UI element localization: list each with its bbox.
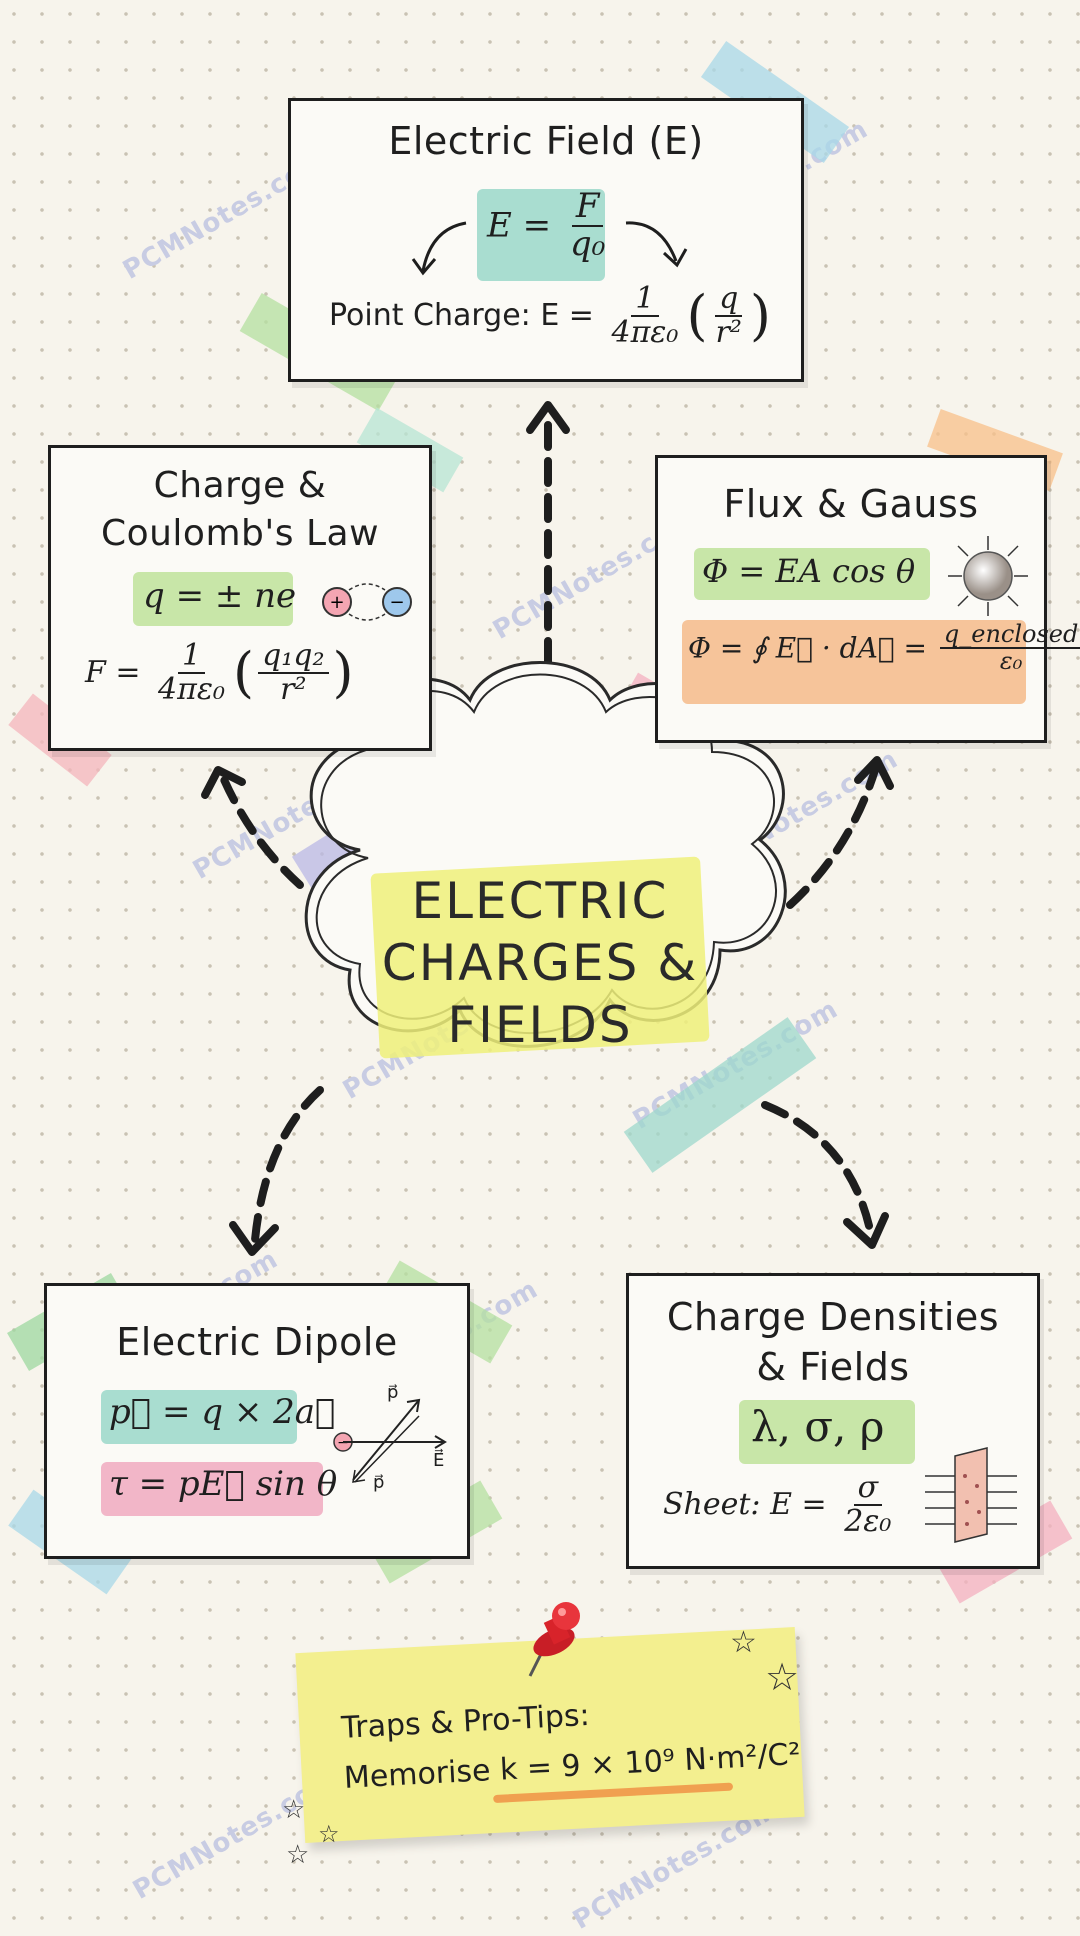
denominator: r² (280, 671, 307, 707)
label-p: p⃗ (387, 1382, 399, 1403)
center-title-line: FIELDS (447, 996, 633, 1054)
tips-line: Traps & Pro-Tips: (340, 1697, 591, 1746)
card-title: Flux & Gauss (723, 482, 979, 526)
charges-icon: + − (319, 580, 415, 621)
field-formula: E = F q₀ (487, 188, 613, 264)
formula-highlight (682, 620, 1026, 704)
numerator: 1 (177, 640, 206, 674)
fraction: 1 4πε₀ (154, 640, 229, 705)
fraction: q_enclosed ε₀ (939, 621, 1080, 676)
denominator: ε₀ (999, 647, 1023, 676)
arrow-to-flux (786, 766, 879, 909)
flux-formula: Φ = EA cos θ (702, 552, 916, 590)
electric-dipole-card: Electric Dipole p⃗ = q × 2a⃗ τ = pE⃗ sin… (44, 1283, 470, 1559)
coulomb-card: Charge & Coulomb's Law q = ± ne + − F = … (48, 445, 432, 751)
formula-highlight (694, 548, 930, 600)
card-title: Electric Field (E) (388, 119, 704, 163)
center-title-line: ELECTRIC (411, 872, 669, 930)
point-label: Point Charge: E = (329, 298, 594, 333)
star-icon: ☆ (318, 1820, 340, 1848)
torque-formula: τ = pE⃗ sin θ (109, 1464, 338, 1504)
card-title: Charge Densities & Fields (629, 1292, 1037, 1392)
arrow-to-coulomb (218, 771, 304, 889)
center-title-line: CHARGES & (381, 934, 699, 992)
star-icon: ☆ (730, 1625, 757, 1660)
arrow-to-density (761, 1101, 874, 1234)
dipole-diagram: − p⃗ p⃗ E⃗ (333, 1382, 457, 1506)
numerator: F (571, 188, 604, 227)
sheet-formula: Sheet: E = σ 2ε₀ (663, 1472, 899, 1537)
fraction: q₁q₂ r² (258, 640, 329, 707)
field-curved-arrows (411, 221, 688, 276)
star-icon: ☆ (282, 1795, 306, 1825)
numerator: 1 (631, 283, 659, 317)
charged-sphere-icon (946, 534, 1030, 618)
formula-highlight (739, 1400, 915, 1464)
card-title-line: Charge Densities (666, 1295, 1000, 1339)
flux-gauss-card: Flux & Gauss Φ = EA cos θ Φ = ∮ E⃗ · dA⃗… (655, 455, 1080, 743)
arrow-to-dipole (251, 1086, 324, 1244)
card-title-line: Coulomb's Law (100, 513, 380, 554)
svg-text:+: + (329, 592, 344, 613)
quantization-formula: q = ± ne (143, 576, 297, 616)
fraction: q r² (712, 283, 746, 348)
fraction: F q₀ (566, 188, 609, 264)
formula-highlight (133, 572, 293, 626)
charge-densities-card: Charge Densities & Fields λ, σ, ρ Sheet:… (626, 1273, 1040, 1569)
numerator: q (715, 283, 743, 317)
electric-field-card: Electric Field (E) E = F q₀ Point Charge… (288, 98, 804, 382)
formula-lhs: Φ = ∮ E⃗ · dA⃗ = (688, 631, 927, 665)
gauss-formula: Φ = ∮ E⃗ · dA⃗ = q_enclosed ε₀ (688, 621, 1080, 676)
denominator: q₀ (569, 223, 606, 264)
card-title: Charge & Coulomb's Law (51, 462, 429, 558)
density-symbols: λ, σ, ρ (751, 1402, 885, 1451)
star-icon: ☆ (765, 1655, 800, 1699)
coulomb-formula: F = 1 4πε₀ ( q₁q₂ r² ) (85, 638, 354, 707)
formula-lhs: F = (85, 655, 141, 690)
charged-sheet-icon (925, 1446, 1021, 1546)
fraction: 1 4πε₀ (608, 283, 683, 348)
denominator: r² (715, 314, 742, 350)
push-pin-icon (520, 1600, 590, 1680)
formula-highlight (101, 1462, 323, 1516)
star-icon: ☆ (286, 1840, 310, 1870)
numerator: σ (853, 1472, 883, 1506)
formula-highlight (101, 1390, 297, 1444)
denominator: 4πε₀ (158, 671, 225, 707)
numerator: q₁q₂ (258, 640, 329, 674)
denominator: 4πε₀ (611, 314, 679, 350)
numerator: q_enclosed (939, 621, 1080, 650)
dipole-moment-formula: p⃗ = q × 2a⃗ (109, 1392, 336, 1432)
center-title: ELECTRIC CHARGES & FIELDS (360, 870, 720, 1056)
card-title: Electric Dipole (116, 1320, 398, 1364)
label-e: E⃗ (433, 1450, 445, 1471)
svg-text:−: − (389, 592, 404, 613)
formula-lhs: E = (487, 205, 552, 246)
formula-lhs: Sheet: E = (663, 1487, 827, 1522)
card-title-line: Charge & (153, 465, 327, 506)
label-p: p⃗ (373, 1472, 385, 1493)
fraction: σ 2ε₀ (840, 1472, 895, 1537)
formula-highlight (477, 189, 605, 281)
card-title-line: & Fields (756, 1345, 910, 1389)
point-charge-formula: Point Charge: E = 1 4πε₀ ( q r² ) (329, 281, 771, 350)
denominator: 2ε₀ (844, 1503, 892, 1539)
